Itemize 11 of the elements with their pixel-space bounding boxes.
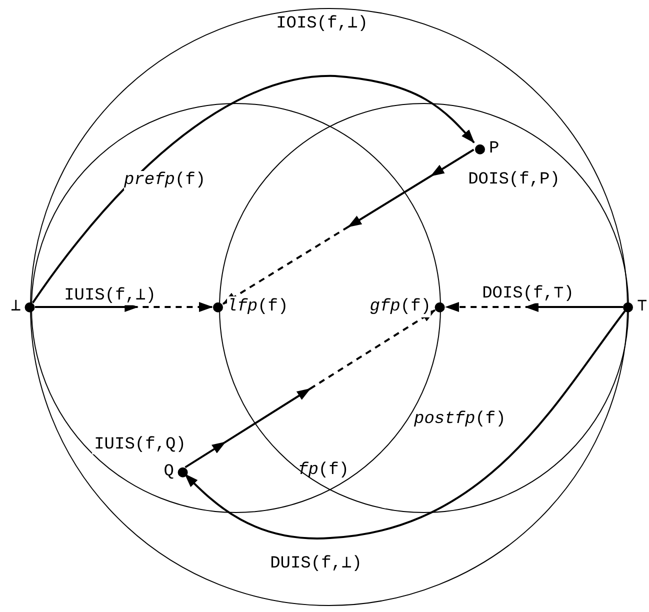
arrow	[184, 310, 626, 540]
arrow	[222, 148, 474, 305]
point-label: gfp(f)	[370, 296, 431, 318]
arrow	[32, 75, 475, 304]
set-label: prefp(f)	[124, 171, 206, 190]
arrow	[184, 309, 436, 468]
set-label: postfp(f)	[414, 410, 506, 429]
region-label: fp(f)	[298, 461, 350, 480]
arrow	[35, 302, 212, 312]
arrow	[446, 302, 623, 312]
lattice-point	[370, 296, 445, 318]
